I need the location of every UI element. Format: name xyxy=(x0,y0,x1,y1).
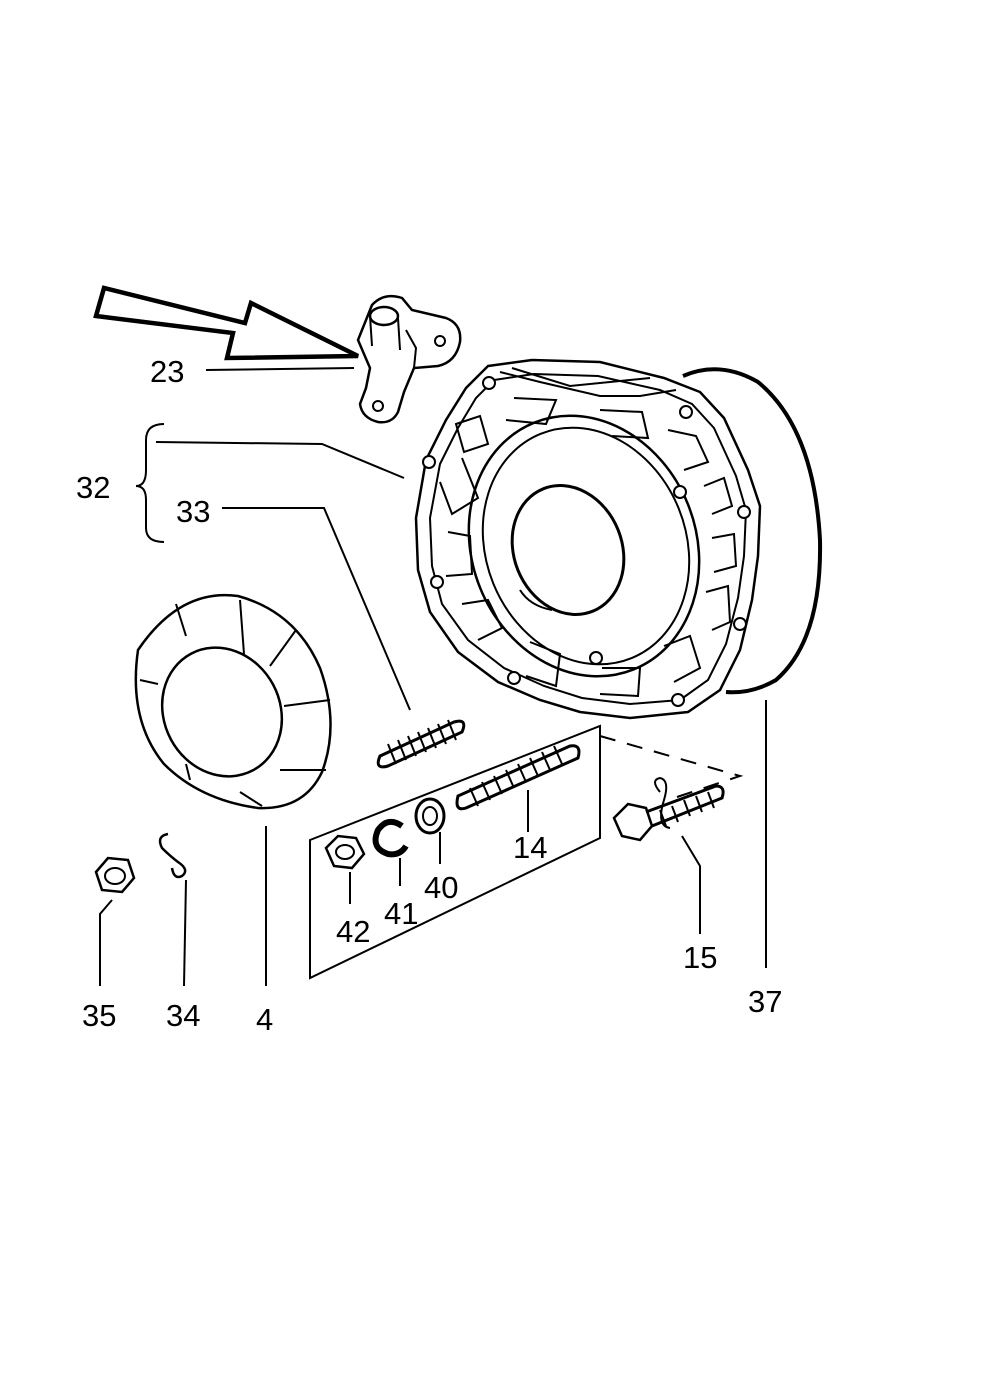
part-15-bolt xyxy=(612,776,725,842)
label-23: 23 xyxy=(150,354,184,389)
label-33: 33 xyxy=(176,494,210,529)
part-40-washer xyxy=(414,797,446,835)
part-4-cup-seal xyxy=(134,593,332,810)
part-42-hex-nut xyxy=(324,834,366,870)
label-41: 41 xyxy=(384,896,418,931)
part-32-housing xyxy=(414,358,762,720)
part-35-hex-nut xyxy=(94,856,136,894)
part-14-stud xyxy=(455,744,581,811)
label-40: 40 xyxy=(424,870,458,905)
dashed-assembly-path xyxy=(599,735,744,801)
part-34-clip xyxy=(158,832,187,879)
label-14: 14 xyxy=(513,830,547,865)
label-35: 35 xyxy=(82,998,116,1033)
indicator-arrow xyxy=(93,285,359,361)
label-37: 37 xyxy=(748,984,782,1019)
label-42: 42 xyxy=(336,914,370,949)
part-33-stud xyxy=(376,719,466,769)
part-labels: 23 32 33 14 42 41 40 15 37 35 34 4 xyxy=(76,354,782,1037)
part-23-bracket xyxy=(356,294,462,424)
label-15: 15 xyxy=(683,940,717,975)
part-41-lock-washer xyxy=(372,818,409,858)
label-32: 32 xyxy=(76,470,110,505)
leader-lines xyxy=(99,367,767,987)
part-37-ring xyxy=(682,367,823,695)
label-4: 4 xyxy=(256,1002,273,1037)
kit-box xyxy=(309,724,601,980)
label-34: 34 xyxy=(166,998,200,1033)
